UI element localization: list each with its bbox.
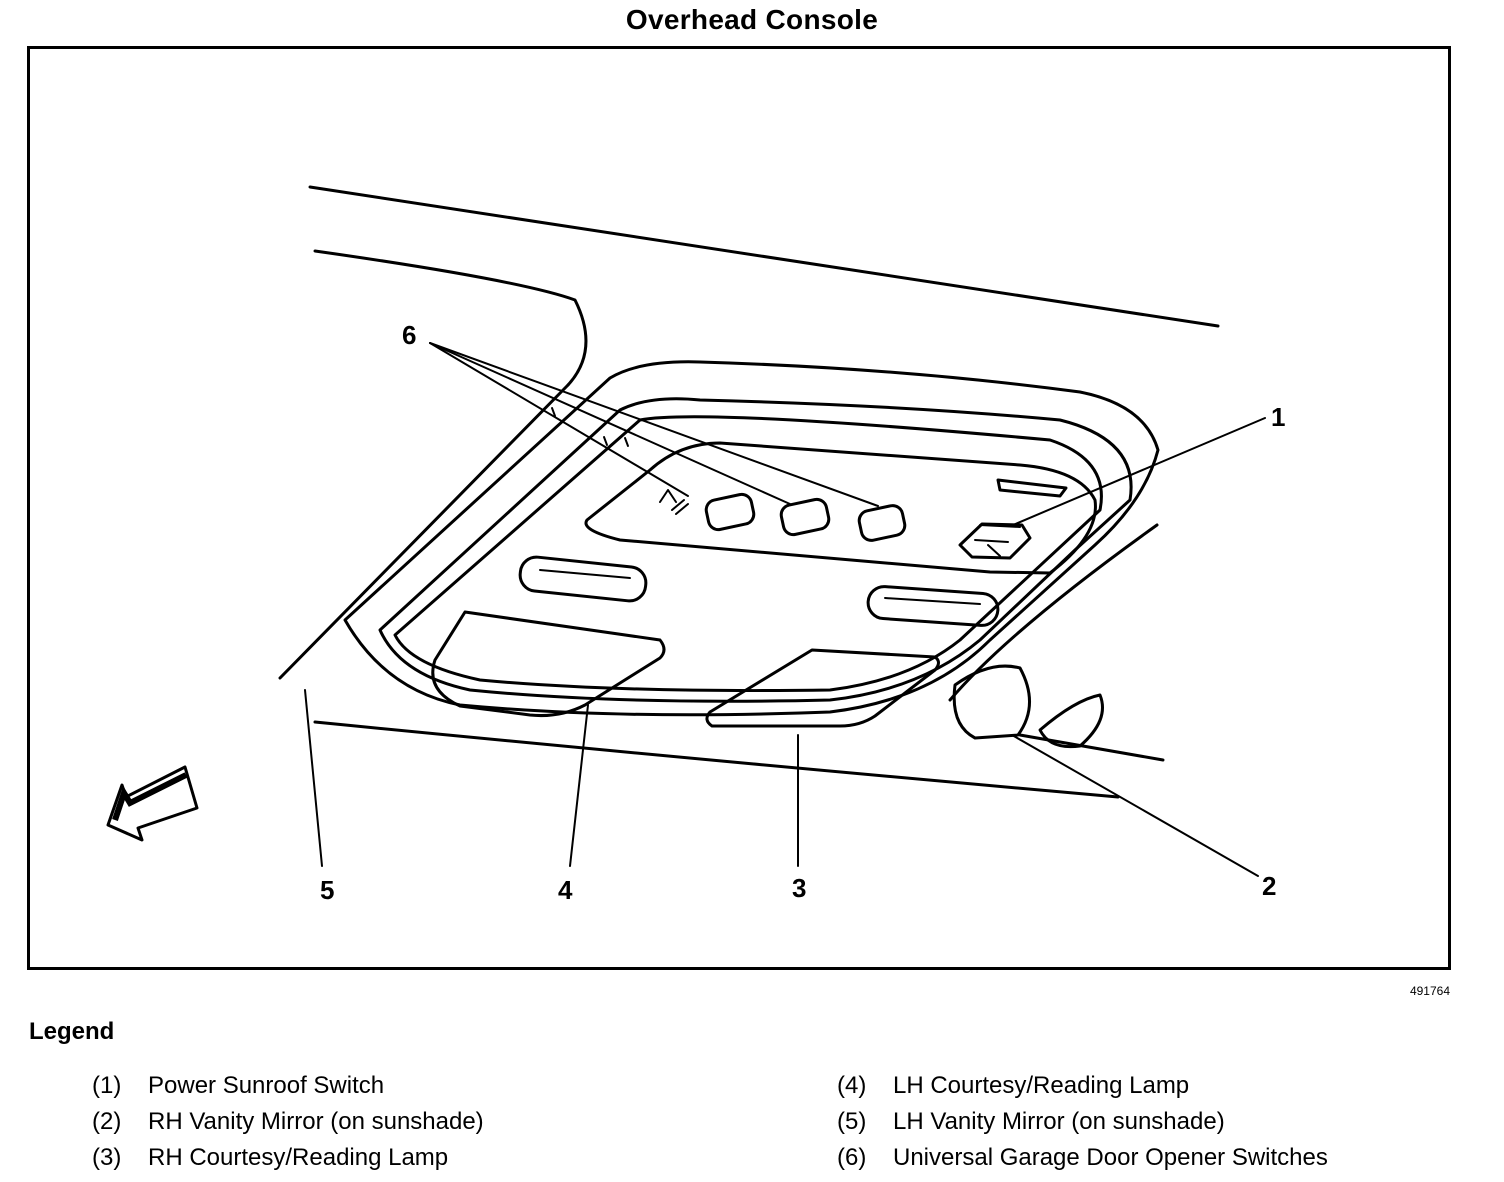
callout-2: 2	[1262, 871, 1277, 901]
rh-sunshade-tab	[1038, 693, 1104, 749]
rh-sunshade-outline	[952, 664, 1031, 740]
lamp-lens-left-inner	[539, 569, 631, 579]
callout-1: 1	[1271, 402, 1286, 432]
leader-line-5	[304, 689, 323, 867]
legend-item-label: LH Courtesy/Reading Lamp	[893, 1072, 1190, 1099]
lamp-lens-right	[866, 585, 1000, 627]
windshield-edge	[278, 383, 570, 680]
figure-id: 491764	[1409, 984, 1450, 998]
sunroof-switch-bezel	[996, 478, 1068, 498]
lh-courtesy-lamp	[431, 610, 666, 717]
page-title: Overhead Console	[625, 4, 879, 35]
legend-item-3: (3) RH Courtesy/Reading Lamp	[92, 1146, 448, 1170]
legend-item-label: RH Courtesy/Reading Lamp	[148, 1144, 449, 1171]
legend-item-label: Power Sunroof Switch	[148, 1072, 385, 1099]
switch-panel-outline	[584, 441, 1097, 575]
leader-line-6a	[429, 342, 689, 497]
legend-item-6: (6) Universal Garage Door Opener Switches	[837, 1146, 1328, 1170]
garage-opener-switch-3	[857, 504, 907, 542]
lamp-lens-right-inner	[884, 597, 981, 605]
callout-4: 4	[558, 875, 573, 905]
garage-opener-switch-2	[779, 497, 831, 537]
rh-courtesy-lamp	[705, 648, 940, 728]
garage-opener-switch-1	[704, 492, 756, 532]
legend-item-number: (2)	[92, 1108, 122, 1135]
lamp-lens-left	[518, 555, 648, 603]
leader-line-2	[1011, 734, 1259, 877]
legend-item-label: RH Vanity Mirror (on sunshade)	[148, 1108, 484, 1135]
leader-line-6b	[429, 342, 791, 505]
legend-item-5: (5) LH Vanity Mirror (on sunshade)	[837, 1110, 1225, 1134]
headliner-top-edge	[308, 185, 1220, 328]
legend-item-label: Universal Garage Door Opener Switches	[893, 1144, 1328, 1171]
callout-5: 5	[320, 875, 335, 905]
rh-sunshade-edge	[1018, 733, 1165, 762]
legend-item-number: (5)	[837, 1108, 867, 1135]
leader-line-1	[1012, 417, 1266, 526]
legend-item-4: (4) LH Courtesy/Reading Lamp	[837, 1074, 1189, 1098]
legend-title: Legend	[29, 1018, 115, 1045]
legend-item-1: (1) Power Sunroof Switch	[92, 1074, 384, 1098]
legend-item-number: (1)	[92, 1072, 122, 1099]
console-outer-contour	[343, 360, 1160, 717]
switch-symbol-icon	[659, 489, 689, 515]
legend-item-label: LH Vanity Mirror (on sunshade)	[893, 1108, 1225, 1135]
console-middle-contour	[378, 397, 1133, 703]
leader-line-4	[569, 704, 589, 867]
sunroof-switch-outline	[958, 522, 1032, 560]
front-direction-arrow	[106, 765, 199, 842]
legend-item-number: (4)	[837, 1072, 867, 1099]
callout-6: 6	[402, 320, 417, 350]
sunroof-switch-detail	[974, 524, 1021, 557]
overhead-console-drawing	[106, 185, 1266, 877]
console-inner-contour	[393, 415, 1103, 693]
headliner-left-edge	[313, 249, 588, 387]
legend-item-number: (6)	[837, 1144, 867, 1171]
leader-line-6c	[429, 342, 879, 507]
legend-item-2: (2) RH Vanity Mirror (on sunshade)	[92, 1110, 484, 1134]
leader-dash-1	[551, 407, 629, 447]
diagram-frame: 1 2 3 4 5 6	[27, 46, 1451, 970]
headliner-front-edge	[313, 720, 1120, 799]
right-trim-edge	[948, 523, 1159, 702]
callout-3: 3	[792, 873, 807, 903]
legend-item-number: (3)	[92, 1144, 122, 1171]
